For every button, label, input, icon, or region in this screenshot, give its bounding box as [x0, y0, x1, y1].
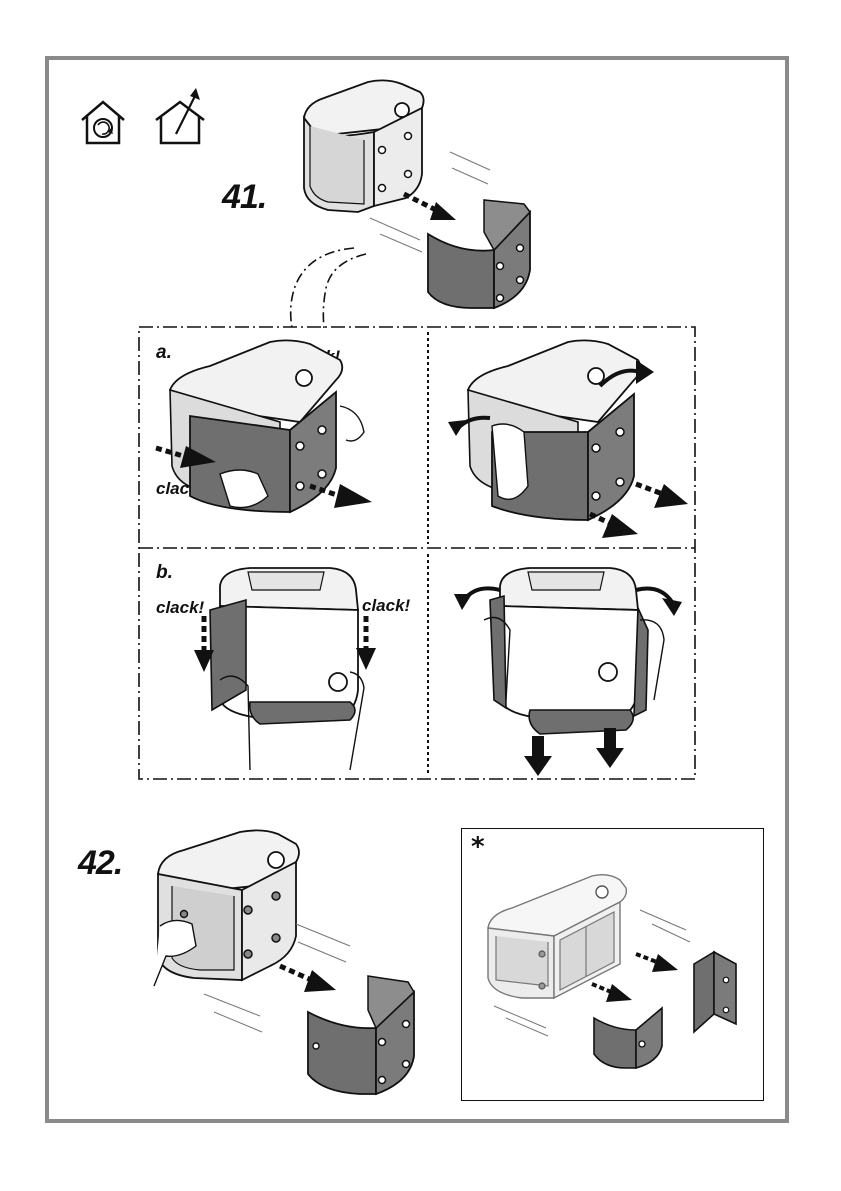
inset-asterisk: * [471, 832, 485, 862]
inset-side-panel [690, 944, 740, 1040]
step-42-number: 42. [78, 844, 122, 883]
section-b-label: b. [156, 562, 173, 584]
section-b-left-arrows [190, 612, 380, 682]
extraction-mode-icon [152, 86, 208, 146]
step-41-removed-panel [420, 196, 540, 316]
recirculation-mode-icon [78, 98, 128, 146]
section-b-right-arrows [440, 580, 690, 780]
section-a-left-arrows [150, 436, 380, 516]
step-41-number: 41. [222, 178, 266, 217]
inset-front-panel [590, 996, 670, 1076]
detail-callout-lines [280, 244, 370, 330]
section-a-right-arrows [440, 356, 690, 546]
step-42-removed-panel [302, 970, 422, 1100]
